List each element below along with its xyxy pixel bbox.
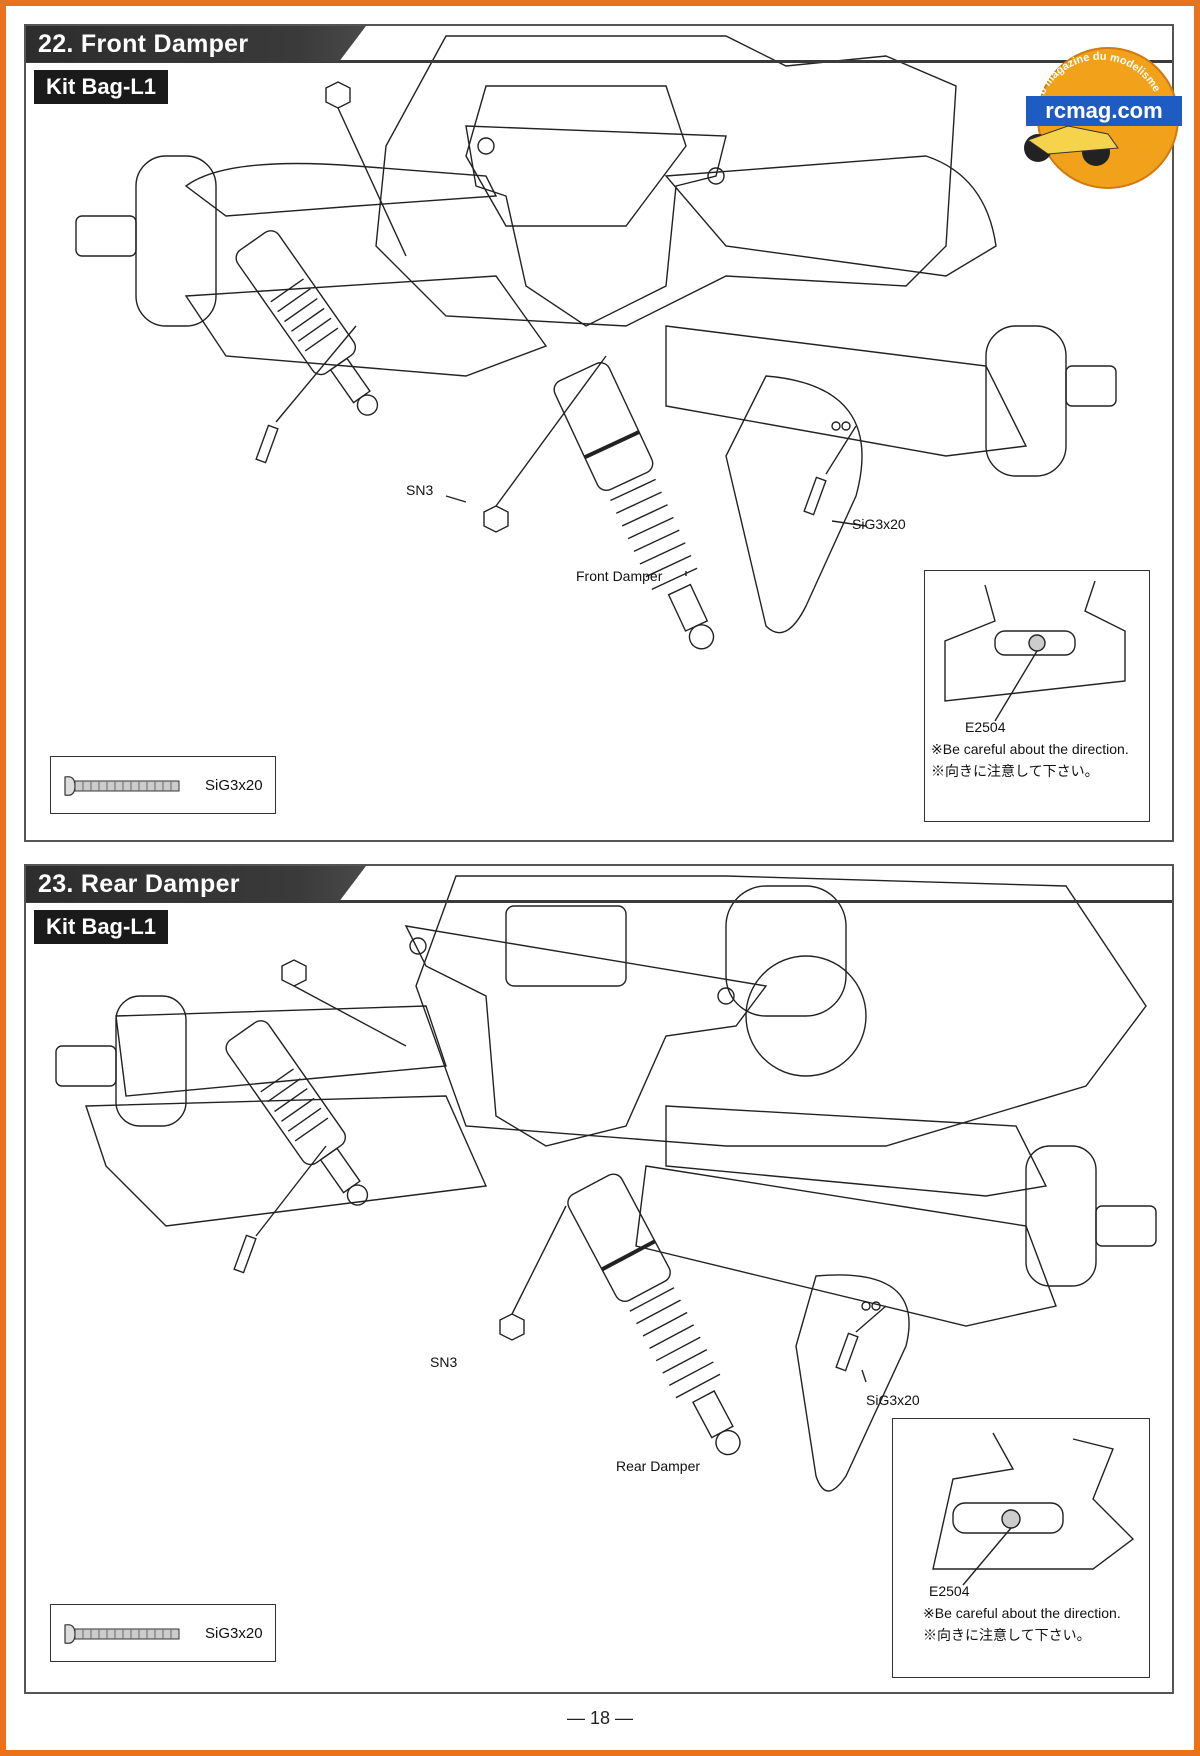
- screw-icon: [64, 776, 180, 796]
- step-title: 23. Rear Damper: [38, 870, 240, 898]
- step-header: 22. Front Damper: [26, 26, 366, 62]
- rcmag-badge-icon: Le web magazine du modelisme rcmag.com: [1024, 47, 1182, 189]
- screw-box-label: SiG3x20: [205, 1625, 263, 1642]
- detail-part-label: E2504: [929, 1583, 970, 1599]
- damper-callout: Front Damper: [576, 568, 663, 584]
- rcmag-logo: Le web magazine du modelisme rcmag.com: [1008, 30, 1184, 190]
- step-header-rule: [26, 900, 1172, 903]
- front-damper-diagram: [75, 35, 1117, 650]
- detail-inset: E2504 ※Be careful about the direction. ※…: [892, 1418, 1150, 1678]
- kit-bag-label: Kit Bag-L1: [34, 70, 168, 104]
- detail-part-label: E2504: [965, 719, 1006, 735]
- detail-inset: E2504 ※Be careful about the direction. ※…: [924, 570, 1150, 822]
- screw-icon: [64, 1624, 180, 1644]
- screw-box-label: SiG3x20: [205, 777, 263, 794]
- step-title: 22. Front Damper: [38, 30, 249, 58]
- step-header: 23. Rear Damper: [26, 866, 366, 902]
- detail-note-english: ※Be careful about the direction.: [931, 741, 1129, 757]
- damper-callout: Rear Damper: [616, 1458, 701, 1474]
- step-header-rule: [26, 60, 1172, 63]
- detail-note-japanese: ※向きに注意して下さい。: [931, 763, 1099, 779]
- detail-illustration: [944, 580, 1126, 722]
- step-23-panel: 23. Rear Damper Kit Bag-L1 SN3 SiG3x20 R…: [24, 864, 1174, 1694]
- detail-note-japanese: ※向きに注意して下さい。: [923, 1627, 1091, 1643]
- nut-callout: SN3: [406, 482, 434, 498]
- kit-bag-label: Kit Bag-L1: [34, 910, 168, 944]
- rear-damper-diagram: [55, 875, 1157, 1492]
- screw-callout: SiG3x20: [866, 1392, 920, 1408]
- logo-brand: rcmag.com: [1045, 98, 1162, 123]
- screw-reference-box: SiG3x20: [50, 756, 276, 814]
- detail-note-english: ※Be careful about the direction.: [923, 1605, 1121, 1621]
- nut-callout: SN3: [430, 1354, 458, 1370]
- page-number: — 18 —: [566, 1708, 634, 1728]
- screw-reference-box: SiG3x20: [50, 1604, 276, 1662]
- detail-illustration: [932, 1432, 1135, 1586]
- screw-callout: SiG3x20: [852, 516, 906, 532]
- step-22-panel: 22. Front Damper Kit Bag-L1 SN3 SiG3x20 …: [24, 24, 1174, 842]
